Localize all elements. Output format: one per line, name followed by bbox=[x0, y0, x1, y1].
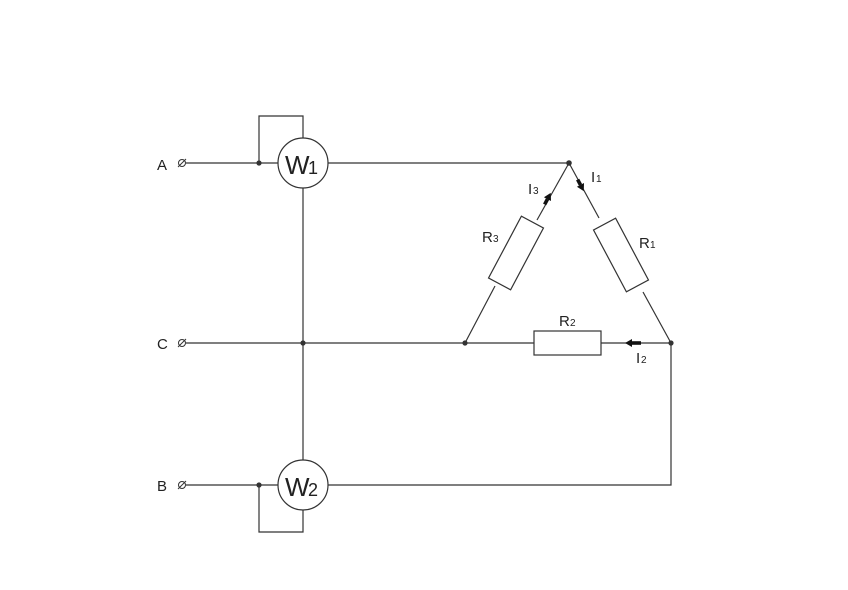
svg-text:1: 1 bbox=[596, 174, 602, 185]
svg-text:R: R bbox=[559, 313, 570, 330]
wattmeter-w2-letter: W bbox=[285, 472, 310, 502]
current-arrow-i3 bbox=[543, 192, 552, 206]
wattmeter-w1: W 1 bbox=[277, 137, 329, 189]
svg-text:I: I bbox=[591, 169, 595, 186]
resistor-r1 bbox=[592, 217, 650, 293]
label-r3: R 3 bbox=[482, 229, 499, 246]
line-c-wires bbox=[186, 188, 465, 461]
wattmeter-w2-sub: 2 bbox=[308, 480, 318, 500]
svg-text:3: 3 bbox=[493, 234, 499, 245]
terminal-a bbox=[177, 158, 187, 168]
phase-label-a: A bbox=[157, 157, 167, 174]
svg-text:I: I bbox=[636, 350, 640, 367]
label-r1: R 1 bbox=[639, 235, 656, 252]
line-b-wires bbox=[186, 343, 672, 533]
wattmeter-w2: W 2 bbox=[277, 459, 329, 511]
current-arrow-i2 bbox=[625, 339, 641, 347]
terminal-c bbox=[177, 338, 187, 348]
line-a-wires bbox=[186, 115, 569, 164]
phase-label-b: B bbox=[157, 478, 167, 495]
label-i2: I 2 bbox=[636, 350, 647, 367]
phase-label-c: C bbox=[157, 336, 168, 353]
svg-text:I: I bbox=[528, 181, 532, 198]
label-i1: I 1 bbox=[591, 169, 602, 186]
svg-text:R: R bbox=[482, 229, 493, 246]
svg-text:1: 1 bbox=[650, 240, 656, 251]
label-i3: I 3 bbox=[528, 181, 539, 198]
label-r2: R 2 bbox=[559, 313, 576, 330]
wattmeter-w1-sub: 1 bbox=[308, 158, 318, 178]
svg-text:3: 3 bbox=[533, 186, 539, 197]
svg-text:2: 2 bbox=[641, 355, 647, 366]
wattmeter-w1-letter: W bbox=[285, 150, 310, 180]
svg-text:R: R bbox=[639, 235, 650, 252]
junction-dots bbox=[256, 160, 674, 488]
resistor-r3 bbox=[487, 215, 545, 291]
terminal-b bbox=[177, 480, 187, 490]
resistor-r2 bbox=[533, 330, 602, 356]
current-arrow-i1 bbox=[576, 178, 585, 192]
svg-text:2: 2 bbox=[570, 318, 576, 329]
